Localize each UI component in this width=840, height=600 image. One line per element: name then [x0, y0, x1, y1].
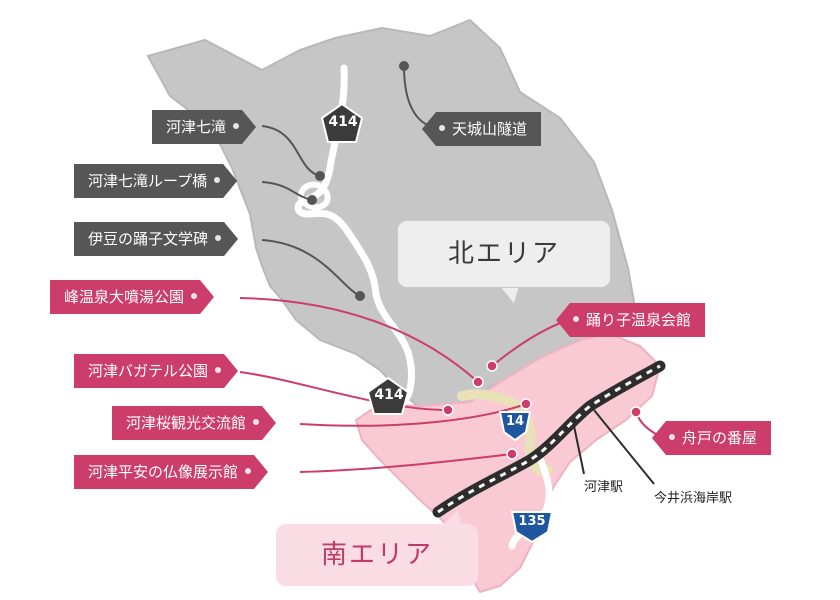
route-414-shield-top	[320, 102, 364, 143]
kawazu-station-label: 河津駅	[584, 480, 624, 495]
tag-hole-icon	[439, 125, 445, 131]
spot-tag-sakura-center[interactable]: 河津桜観光交流館	[112, 406, 276, 440]
tag-hole-icon	[215, 367, 221, 373]
route-135-label: 135	[518, 514, 546, 529]
spot-name: 舟戸の番屋	[682, 429, 758, 447]
spot-name: 河津バガテル公園	[88, 362, 209, 380]
spot-name: 踊り子温泉会館	[586, 311, 692, 329]
point-nanadaru	[315, 171, 325, 181]
leader-bagatelle	[239, 371, 449, 411]
tag-hole-icon	[191, 293, 197, 299]
route-14-shield	[498, 411, 532, 442]
route-414-label-top: 414	[328, 114, 358, 130]
spot-tag-kawazu-nanadaru[interactable]: 河津七滝	[152, 110, 256, 144]
leader-mine-onsen	[239, 297, 479, 383]
point-sakura-center	[520, 398, 532, 410]
point-bagatelle	[442, 404, 454, 416]
tag-hole-icon	[233, 123, 239, 129]
south-area-label: 南エリア	[276, 524, 478, 586]
route-414-road	[294, 64, 415, 406]
tag-hole-icon	[669, 434, 675, 440]
spot-name: 天城山隧道	[452, 120, 528, 138]
point-buddha	[506, 448, 518, 460]
tag-hole-icon	[214, 177, 220, 183]
point-loop-bridge	[307, 195, 317, 205]
route-414-label-bottom: 414	[374, 387, 404, 403]
tag-hole-icon	[245, 468, 251, 474]
spot-tag-bagatelle[interactable]: 河津バガテル公園	[74, 354, 238, 388]
spot-tag-odoriko-onsen[interactable]: 踊り子温泉会館	[556, 303, 706, 337]
spot-name: 伊豆の踊子文学碑	[88, 230, 209, 248]
tag-hole-icon	[253, 419, 259, 425]
north-area-label: 北エリア	[397, 220, 611, 288]
route-414-shield-bottom	[366, 376, 410, 415]
imaihama-station-label: 今井浜海岸駅	[654, 491, 733, 506]
leader-sakura-center	[299, 403, 527, 427]
spot-name: 河津桜観光交流館	[126, 414, 247, 432]
route-135-shield	[510, 511, 554, 544]
spot-name: 河津七滝ループ橋	[88, 172, 208, 190]
spot-name: 河津七滝	[166, 118, 227, 136]
spot-name: 河津平安の仏像展示館	[88, 463, 239, 481]
leader-nanadaru	[261, 125, 321, 177]
spot-name: 峰温泉大噴湯公園	[64, 288, 185, 306]
tag-hole-icon	[215, 235, 221, 241]
point-literature	[355, 291, 365, 301]
south-area-pointer	[440, 510, 462, 528]
route-14-label: 14	[505, 414, 525, 429]
imaihama-station-line	[593, 409, 655, 485]
spot-tag-funato-banya[interactable]: 舟戸の番屋	[652, 421, 772, 455]
point-mine-onsen	[472, 376, 484, 388]
point-funato	[630, 406, 642, 418]
leader-literature	[261, 239, 361, 297]
route-414-loop	[298, 181, 331, 211]
leader-buddha	[299, 453, 513, 473]
point-odoriko-onsen	[486, 360, 498, 372]
spot-tag-amagi-tunnel[interactable]: 天城山隧道	[422, 112, 542, 146]
tag-hole-icon	[573, 316, 579, 322]
railway-dashes	[437, 364, 661, 514]
spot-tag-loop-bridge[interactable]: 河津七滝ループ橋	[74, 164, 237, 198]
spot-tag-mine-onsen[interactable]: 峰温泉大噴湯公園	[50, 280, 214, 314]
kawazu-station-line	[573, 425, 585, 475]
point-amagi	[399, 61, 409, 71]
spot-tag-literature-monument[interactable]: 伊豆の踊子文学碑	[74, 222, 238, 256]
spot-tag-buddha-museum[interactable]: 河津平安の仏像展示館	[74, 455, 268, 489]
